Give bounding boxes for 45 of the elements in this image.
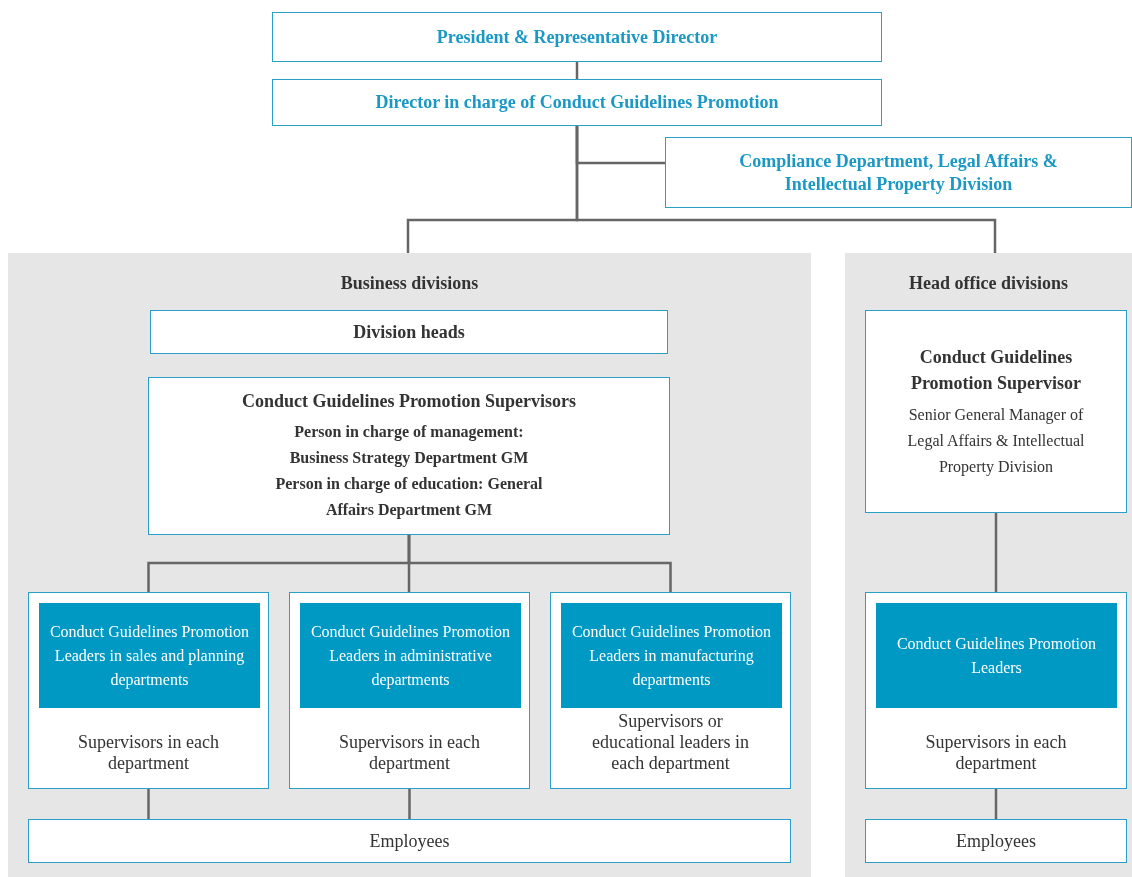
connector-line bbox=[575, 126, 997, 253]
box-title: Compliance Department, Legal Affairs & Intellectual Property Division bbox=[738, 149, 1059, 196]
connector-line bbox=[147, 789, 150, 819]
box-title: Conduct Guidelines Promotion Supervisors bbox=[241, 389, 577, 413]
box-title: Conduct Guidelines Promotion Supervisor bbox=[909, 345, 1083, 395]
box-title: Conduct Guidelines Promotion Leaders in manufacturing departments bbox=[571, 621, 772, 691]
department-box bbox=[550, 592, 791, 789]
panel-heading: Head office divisions bbox=[908, 273, 1069, 294]
box-text: Supervisors in each department bbox=[77, 732, 220, 774]
box-text: Senior General Manager of Legal Affairs & Intellectual Property Division bbox=[906, 404, 1086, 478]
box-title: Conduct Guidelines Promotion Leaders in administrative departments bbox=[310, 621, 511, 691]
box-text: Person in charge of management: Business Strategy Department GM bbox=[288, 421, 530, 469]
org-box bbox=[665, 137, 1132, 208]
department-box bbox=[28, 592, 269, 789]
division-panel bbox=[845, 253, 1132, 877]
panel-heading: Business divisions bbox=[339, 273, 480, 294]
box-title: President & Representative Director bbox=[436, 25, 718, 49]
leader-box bbox=[39, 603, 260, 708]
org-box bbox=[865, 819, 1127, 863]
box-text: Supervisors in each department bbox=[338, 732, 481, 774]
box-title: Employees bbox=[369, 829, 450, 853]
leader-box bbox=[300, 603, 521, 708]
department-box bbox=[289, 592, 530, 789]
box-title: Conduct Guidelines Promotion Leaders bbox=[896, 633, 1097, 678]
box-text: Person in charge of education: General Affairs Department GM bbox=[274, 473, 544, 521]
org-box bbox=[865, 310, 1127, 513]
org-box bbox=[28, 819, 791, 863]
connector-line bbox=[407, 535, 672, 592]
department-box bbox=[865, 592, 1127, 789]
box-title: Employees bbox=[956, 829, 1036, 853]
leader-box bbox=[876, 603, 1117, 708]
box-title: Director in charge of Conduct Guidelines Promotion bbox=[375, 91, 779, 114]
connector-line bbox=[994, 513, 998, 592]
box-text: Supervisors or educational leaders in each department bbox=[591, 711, 750, 774]
box-text: Supervisors in each department bbox=[924, 732, 1068, 774]
org-box bbox=[148, 377, 670, 535]
org-box bbox=[272, 12, 882, 62]
box-title: Division heads bbox=[353, 320, 465, 344]
box-title: Conduct Guidelines Promotion Leaders in sales and planning departments bbox=[49, 621, 250, 691]
division-panel bbox=[8, 253, 811, 877]
org-box bbox=[272, 79, 882, 126]
leader-box bbox=[561, 603, 782, 708]
connector-line bbox=[994, 789, 998, 819]
connector-line bbox=[408, 789, 411, 819]
org-box bbox=[150, 310, 668, 354]
